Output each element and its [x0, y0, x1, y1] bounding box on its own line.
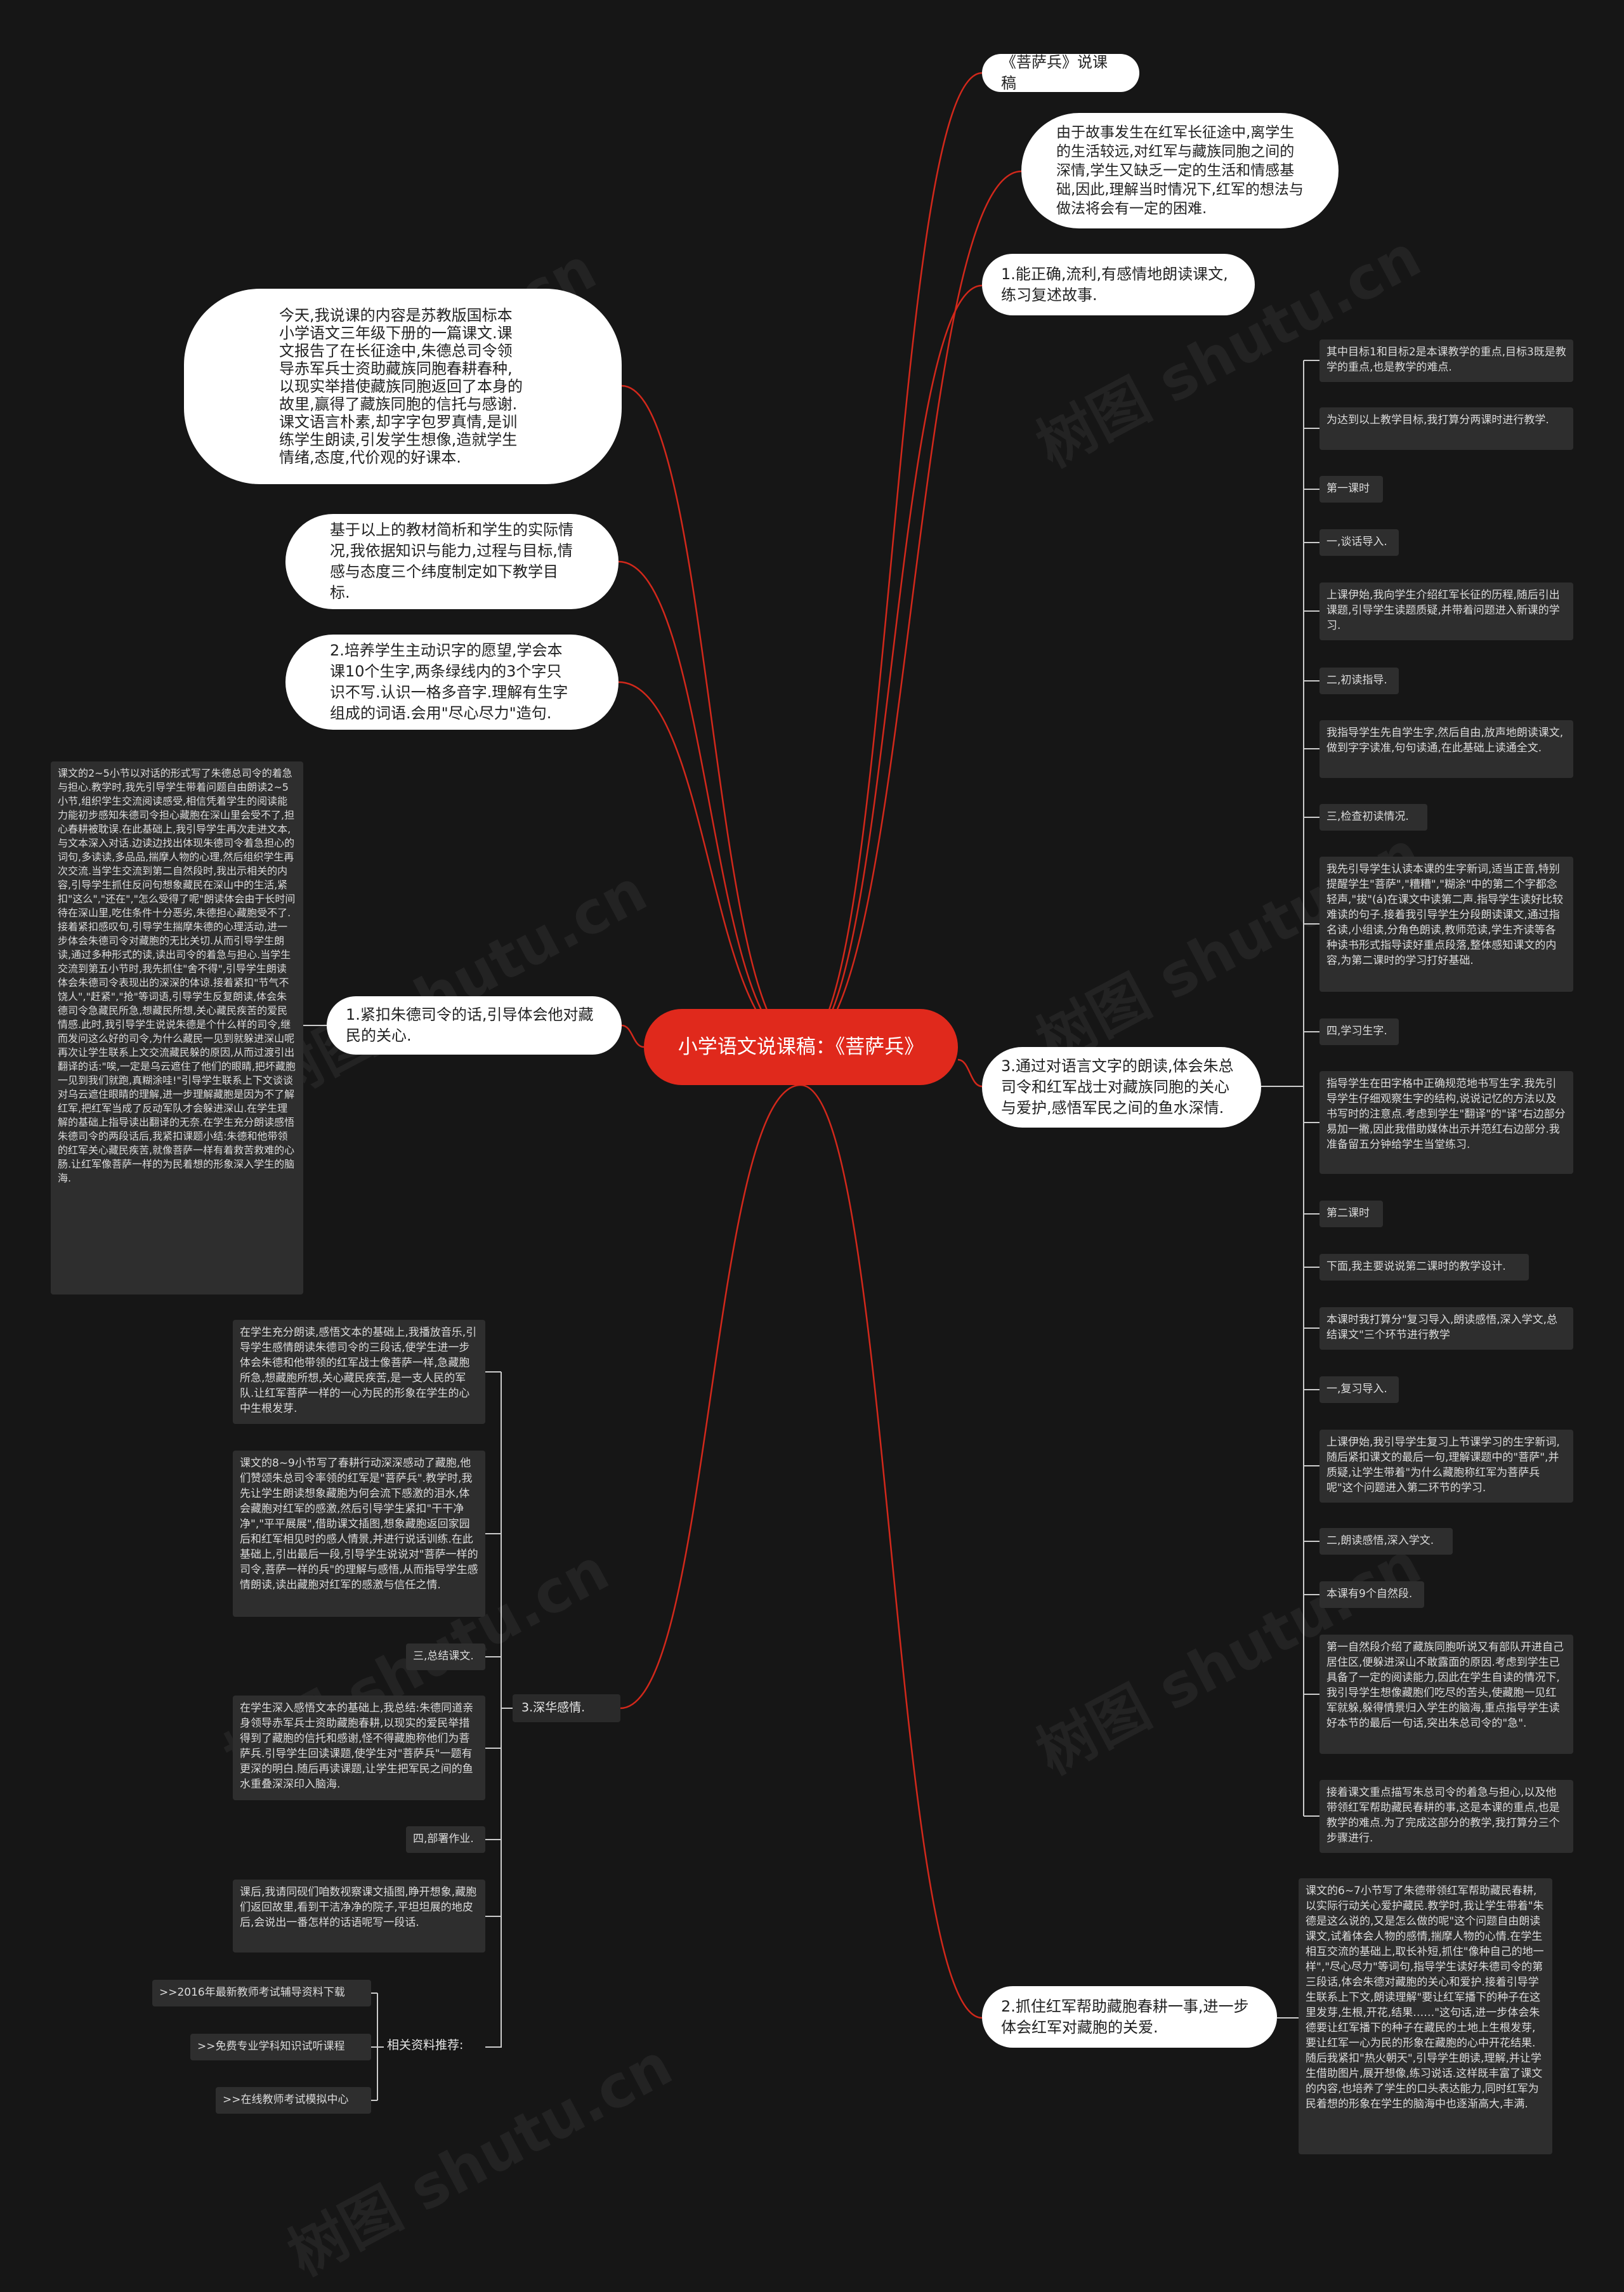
link-step2 [800, 1084, 983, 2019]
goal3-item: 四,学习生字. [1320, 1018, 1399, 1045]
step1-node[interactable]: 1.紧扣朱德司令的话,引导体会他对藏民的关心. [327, 996, 622, 1055]
goal3-item: 第一课时 [1320, 476, 1383, 503]
analysis-node[interactable]: 由于故事发生在红军长征途中,离学生的生活较远,对红军与藏族同胞之间的深情,学生又… [1021, 113, 1339, 228]
basis-node[interactable]: 基于以上的教材简析和学生的实际情况,我依据知识与能力,过程与目标,情感与态度三个… [285, 514, 619, 609]
goal3-item: 上课伊始,我引导学生复习上节课学习的生字新词,随后紧扣课文的最后一句,理解课题中… [1320, 1430, 1573, 1503]
resources-bracket [371, 1916, 502, 2101]
step3-item: 课后,我请同砚们咱数视察课文插图,睁开想象,藏胞们返回故里,看到干洁净净的院子,… [233, 1880, 485, 1953]
goal2-node[interactable]: 2.培养学生主动识字的愿望,学会本课10个生字,两条绿线内的3个字只识不写.认识… [285, 635, 619, 730]
step3-item: 三,总结课文. [406, 1643, 485, 1670]
step2-node[interactable]: 2.抓住红军帮助藏胞春耕一事,进一步体会红军对藏胞的关爱. [982, 1986, 1277, 2048]
goal3-item: 接着课文重点描写朱总司令的着急与担心,以及他带领红军帮助藏民春耕的事,这是本课的… [1320, 1780, 1573, 1853]
link-basis [618, 560, 801, 1048]
link-goal1 [800, 284, 983, 1048]
step3-item: 在学生深入感悟文本的基础上,我总结:朱德同道亲身领导赤军兵士资助藏胞春耕,以现实… [233, 1696, 485, 1800]
link-title [800, 72, 983, 1048]
link-goal2 [618, 681, 801, 1048]
goal3-item: 本课时我打算分"复习导入,朗读感悟,深入学文,总结课文"三个环节进行教学 [1320, 1307, 1573, 1350]
step3-item: 课文的8~9小节写了春耕行动深深感动了藏胞,他们赞颂朱总司令率领的红军是"菩萨兵… [233, 1451, 485, 1617]
resource-link[interactable]: >>2016年最新教师考试辅导资料下载 [152, 1980, 371, 2006]
goal3-item: 二,初读指导. [1320, 668, 1399, 694]
link-step1 [621, 1024, 645, 1048]
intro-node[interactable]: 今天,我说课的内容是苏教版国标本小学语文三年级下册的一篇课文.课文报告了在长征途… [184, 289, 622, 484]
goal3-bracket [1303, 360, 1320, 1817]
goal3-item: 上课伊始,我向学生介绍红军长征的历程,随后引出课题,引导学生读题质疑,并带着问题… [1320, 583, 1573, 640]
goal3-item: 第一自然段介绍了藏族同胞听说又有部队开进自己居住区,便躲进深山不敢露面的原因.考… [1320, 1635, 1573, 1754]
title-node[interactable]: 《菩萨兵》说课稿 [982, 53, 1139, 92]
goal3-item: 第二课时 [1320, 1201, 1383, 1227]
goal3-item: 三,检查初读情况. [1320, 804, 1427, 831]
step3-item: 在学生充分朗读,感悟文本的基础上,我播放音乐,引导学生感情朗读朱德司令的三段话,… [233, 1320, 485, 1424]
goal3-item: 一,复习导入. [1320, 1376, 1399, 1403]
goal3-item: 本课有9个自然段. [1320, 1581, 1424, 1608]
goal3-item: 我指导学生先自学生字,然后自由,放声地朗读课文,做到字字读准,句句读通,在此基础… [1320, 720, 1573, 778]
link-analysis [800, 170, 1022, 1048]
link-step3 [620, 1084, 801, 1709]
resources-label: 相关资料推荐: [387, 2038, 464, 2052]
goal3-node[interactable]: 3.通过对语言文字的朗读,体会朱总司令和红军战士对藏族同胞的关心与爱护,感悟军民… [982, 1047, 1261, 1128]
resource-link[interactable]: >>免费专业学科知识试听课程 [190, 2034, 371, 2060]
step3-bracket [485, 1371, 513, 1917]
link-intro [621, 385, 801, 1048]
goal3-item: 二,朗读感悟,深入学文. [1320, 1528, 1453, 1555]
resource-link[interactable]: >>在线教师考试模拟中心 [216, 2087, 371, 2114]
root-node[interactable]: 小学语文说课稿：《菩萨兵》 [644, 1009, 958, 1085]
step3-item: 四,部署作业. [406, 1826, 485, 1853]
step2-detail: 课文的6~7小节写了朱德带领红军帮助藏民春耕,以实际行动关心爱护藏民.教学时,我… [1299, 1878, 1552, 2154]
step3-node[interactable]: 3.深华感情. [513, 1694, 620, 1722]
link-goal3 [957, 1058, 983, 1088]
goal3-item: 为达到以上教学目标,我打算分两课时进行教学. [1320, 407, 1573, 450]
step1-detail: 课文的2~5小节以对话的形式写了朱德总司令的着急与担心.教学时,我先引导学生带着… [51, 761, 303, 1294]
connector-lines [303, 72, 1320, 2101]
goal3-item: 指导学生在田字格中正确规范地书写生字.我先引导学生仔细观察生字的结构,说说记忆的… [1320, 1071, 1573, 1174]
goal3-item: 下面,我主要说说第二课时的教学设计. [1320, 1254, 1529, 1281]
goal3-item: 我先引导学生认读本课的生字新词,适当正音,特别提醒学生"菩萨","糟糟","糊涂… [1320, 857, 1573, 992]
goal1-node[interactable]: 1.能正确,流利,有感情地朗读课文,练习复述故事. [982, 254, 1255, 315]
goal3-item: 其中目标1和目标2是本课教学的重点,目标3既是教学的重点,也是教学的难点. [1320, 339, 1573, 382]
goal3-item: 一,谈话导入. [1320, 529, 1399, 556]
